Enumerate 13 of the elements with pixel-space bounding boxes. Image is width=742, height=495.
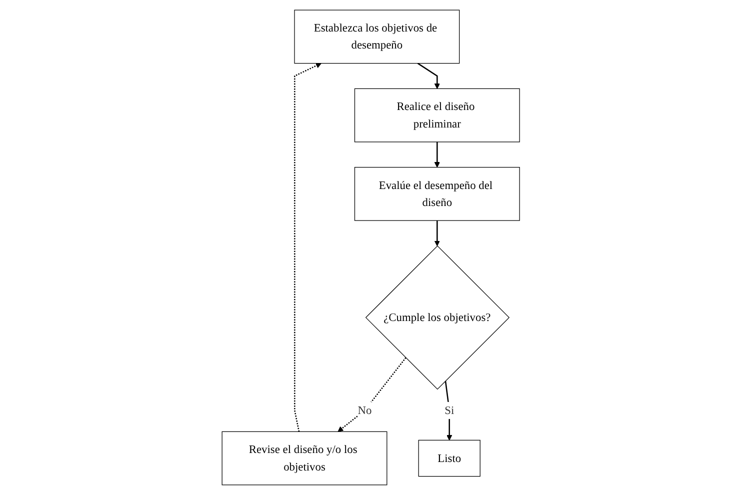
node-box: Evalúe el desempeño del diseño xyxy=(354,167,520,221)
node-box: Realice el diseño preliminar xyxy=(354,88,520,142)
arrow xyxy=(434,142,440,168)
node-box: Establezca los objetivos de desempeño xyxy=(294,10,460,64)
arrow xyxy=(294,62,322,432)
arrow xyxy=(338,357,406,432)
edge-label: Si xyxy=(444,404,454,416)
node-box: Revise el diseño y/o los objetivos xyxy=(222,431,388,486)
arrow xyxy=(418,62,440,89)
node-box: Listo xyxy=(418,440,481,477)
edge-label: No xyxy=(358,404,372,416)
arrow xyxy=(434,220,440,246)
node-diamond: ¿Cumple los objetivos? xyxy=(366,245,510,390)
